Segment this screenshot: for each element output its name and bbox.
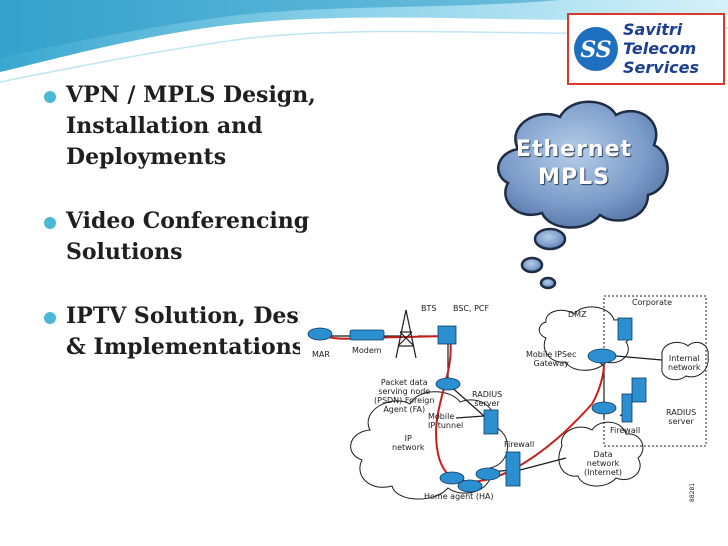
company-logo: SS Savitri Telecom Services — [567, 13, 725, 85]
firewall-left-icon — [505, 451, 521, 487]
ipsec-gateway-icon — [587, 348, 617, 364]
pdsn-router-icon — [435, 377, 461, 391]
firewall-left-label: Firewall — [504, 440, 535, 449]
firewall-router-icon — [591, 401, 617, 415]
internal-network-label: Internal network — [668, 354, 701, 372]
internal-network-cloud — [661, 341, 709, 381]
figure-id-label: 88281 — [689, 482, 696, 502]
mar-router-icon — [307, 327, 333, 341]
logo-line-2: Telecom — [623, 39, 697, 58]
ha-router-3-icon — [475, 467, 501, 481]
dmz-cloud — [538, 306, 632, 371]
radius-server-right-label: RADIUS server — [666, 408, 697, 426]
bsc-pcf-icon — [437, 325, 457, 345]
ha-router-2-icon — [457, 479, 483, 493]
network-diagram: BTS BSC, PCF DMZ Corporate MAR Modem Mob… — [300, 292, 710, 520]
logo-line-3: Services — [623, 58, 700, 77]
bullet-item: Video Conferencing Solutions — [44, 206, 344, 268]
bts-tower-icon — [395, 309, 417, 359]
cloud-line-2: MPLS — [538, 165, 610, 190]
bsc-pcf-label: BSC, PCF — [453, 304, 490, 313]
dmz-label: DMZ — [568, 310, 587, 319]
radius-server-left-label: RADIUS server — [472, 390, 503, 408]
bullet-text: Video Conferencing Solutions — [66, 208, 310, 265]
mobile-ip-tunnel-label: Mobile IP tunnel — [428, 412, 464, 430]
mobile-ipsec-gateway-label: Mobile IPSec Gateway — [526, 350, 577, 368]
bullet-list: VPN / MPLS Design, Installation and Depl… — [44, 80, 344, 396]
network-diagram-graphic — [307, 295, 709, 500]
firewall-right-icon — [621, 393, 633, 423]
ha-router-1-icon — [439, 471, 465, 485]
mar-label: MAR — [312, 350, 330, 359]
bullet-item: VPN / MPLS Design, Installation and Depl… — [44, 80, 344, 173]
bullet-dot-icon — [44, 312, 56, 324]
firewall-right-label: Firewall — [610, 426, 641, 435]
bullet-dot-icon — [44, 91, 56, 103]
bullet-dot-icon — [44, 217, 56, 229]
dmz-server-icon — [617, 317, 633, 341]
modem-label: Modem — [352, 346, 382, 355]
bullet-item: IPTV Solution, Design & Implementations — [44, 301, 344, 363]
data-network-label: Data network (Internet) — [584, 450, 623, 477]
pdsn-label: Packet data serving node (PSDN) Foreign … — [374, 378, 435, 414]
cloud-line-1: Ethernet — [515, 137, 633, 162]
data-network-cloud — [558, 421, 644, 487]
modem-icon — [349, 329, 385, 341]
ethernet-mpls-cloud: Ethernet MPLS — [488, 85, 688, 295]
ip-network-label: IP network — [392, 434, 425, 452]
bts-label: BTS — [421, 304, 437, 313]
home-agent-label: Home agent (HA) — [424, 492, 494, 501]
bullet-text: IPTV Solution, Design & Implementations — [66, 303, 339, 360]
radius-server-left-icon — [483, 409, 499, 435]
logo-mark-icon: SS — [574, 27, 618, 71]
corporate-label: Corporate — [632, 298, 672, 307]
logo-mark-text: SS — [580, 37, 611, 63]
cloud-icon — [497, 100, 669, 290]
logo-line-1: Savitri — [623, 20, 683, 39]
bullet-text: VPN / MPLS Design, Installation and Depl… — [66, 82, 316, 170]
radius-server-right-icon — [631, 377, 647, 403]
